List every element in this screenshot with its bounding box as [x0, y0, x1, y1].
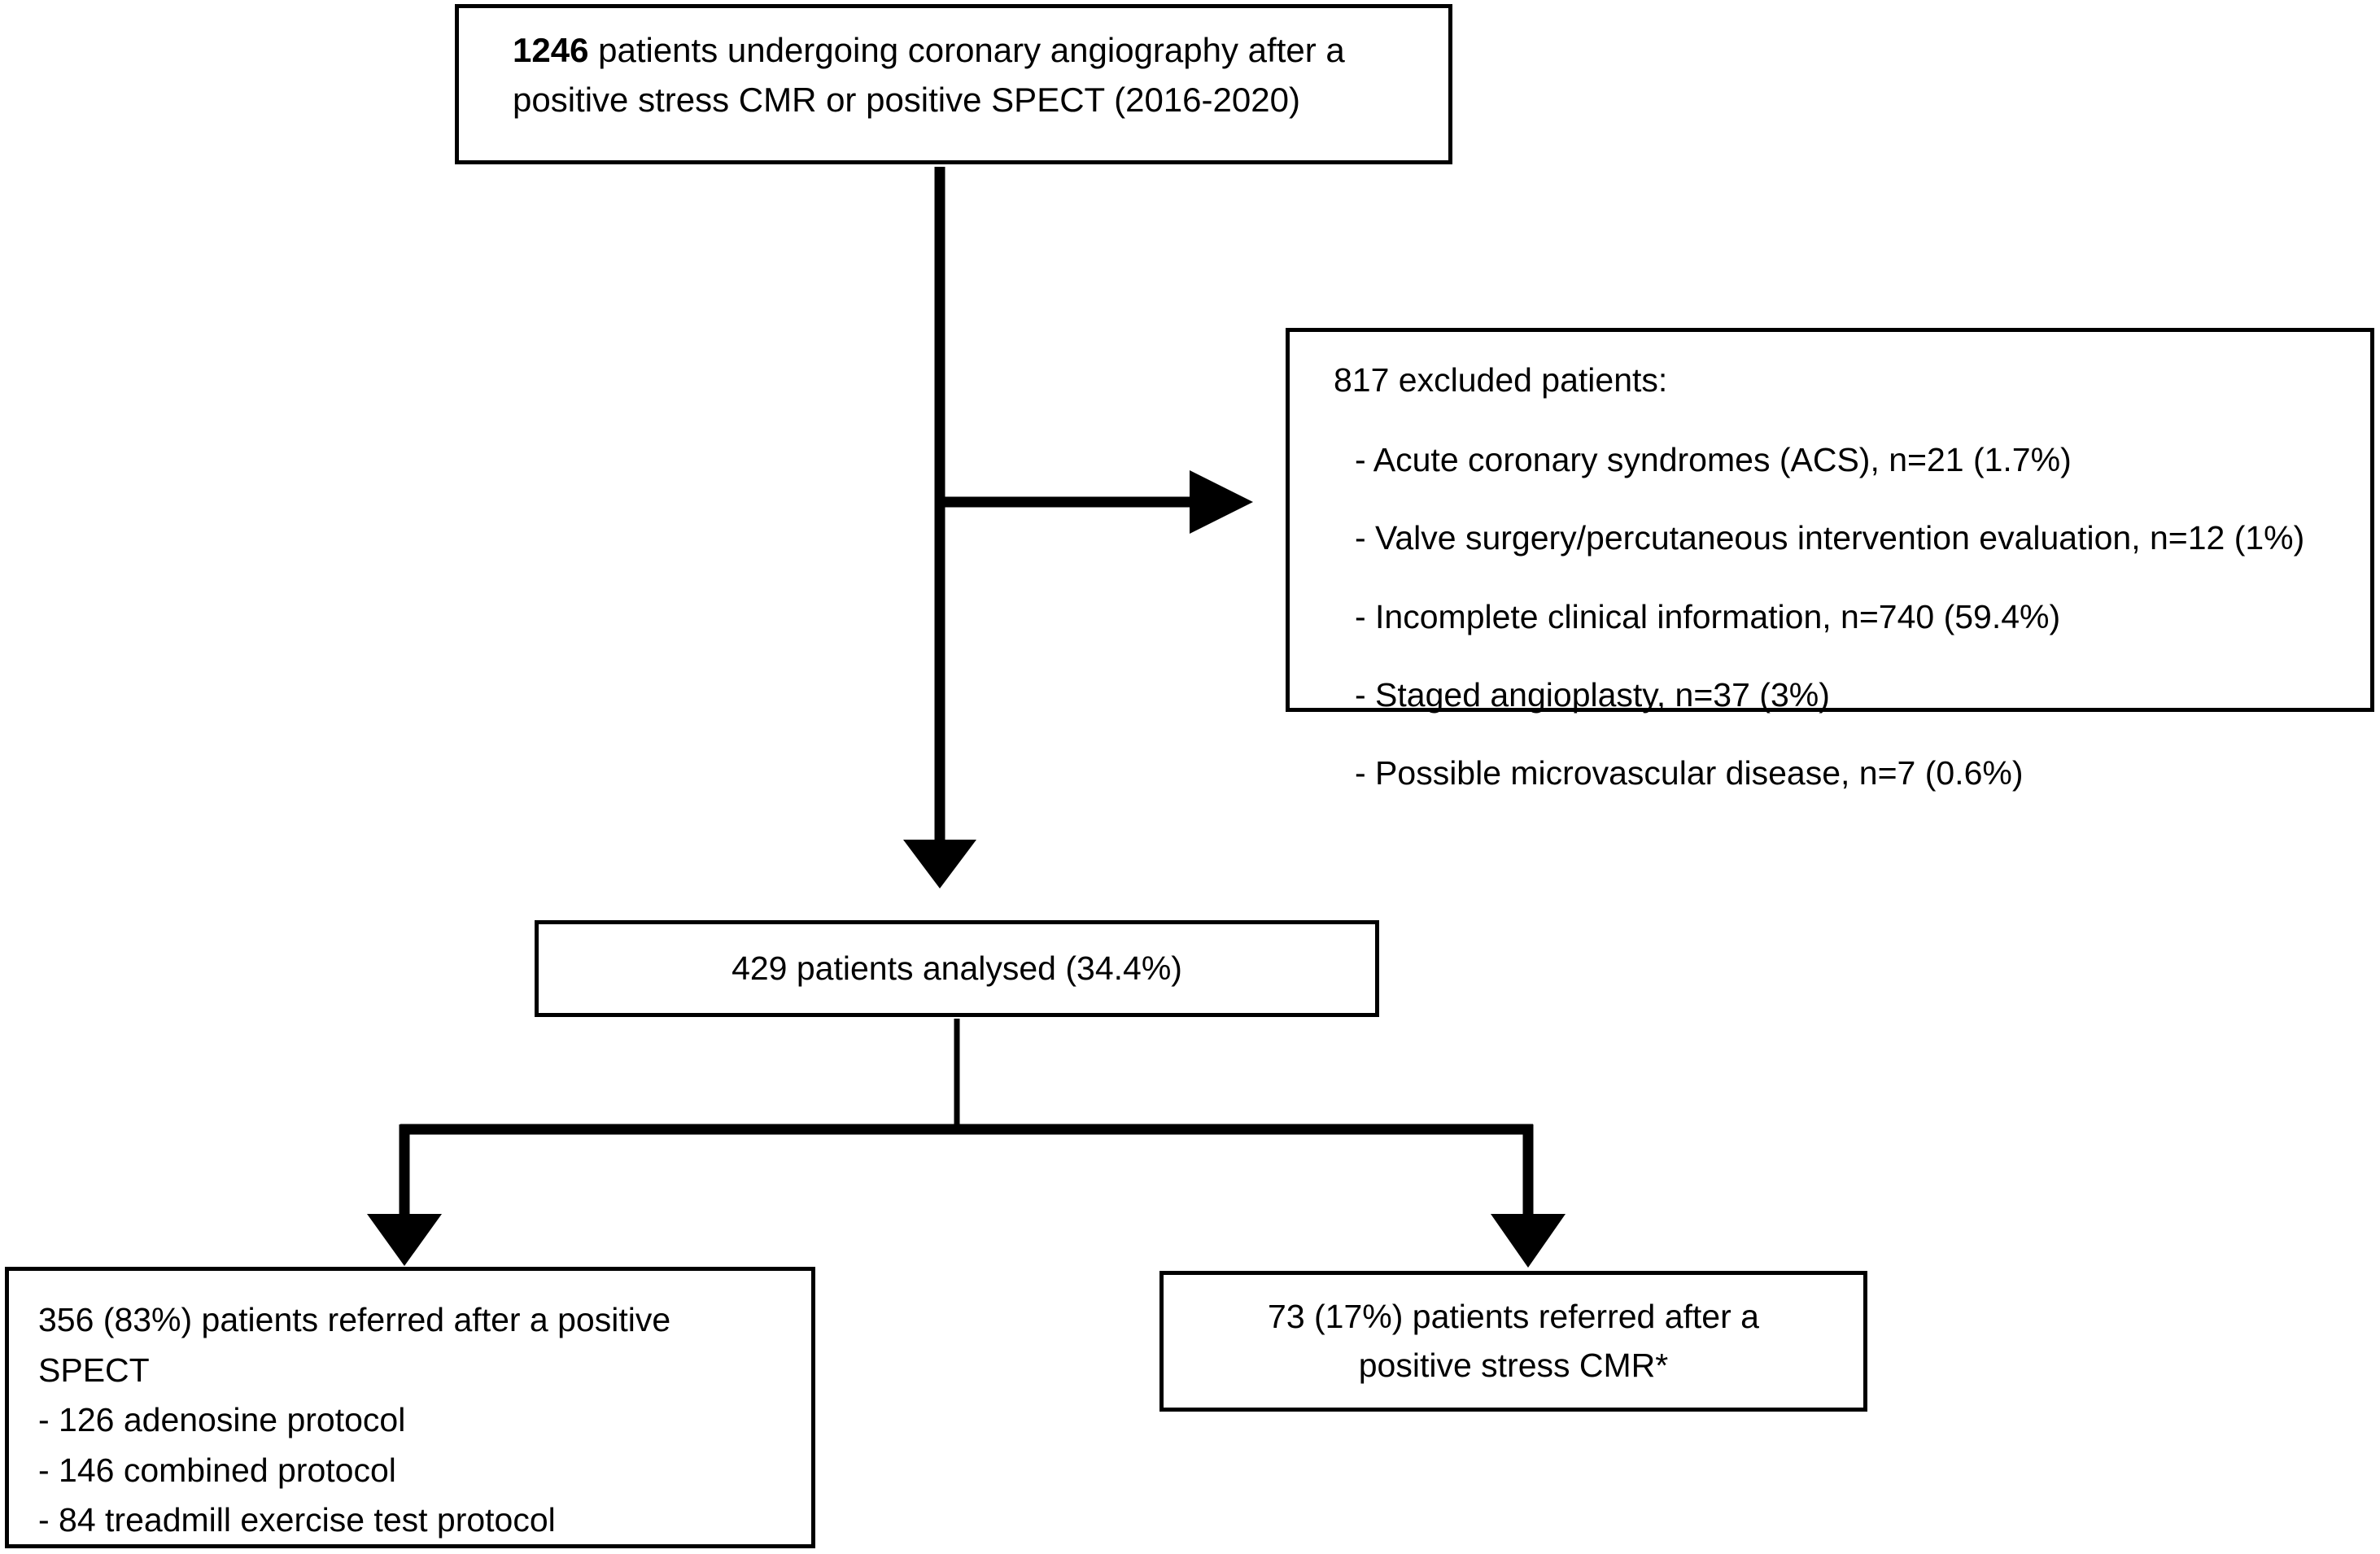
excluded-heading: 817 excluded patients: — [1334, 361, 1668, 399]
spect-protocol-combined: - 146 combined protocol — [38, 1451, 396, 1489]
cohort-box: 1246 patients undergoing coronary angiog… — [455, 4, 1452, 164]
cohort-line-1-rest: patients undergoing coronary angiography… — [588, 31, 1345, 69]
excluded-item-incomplete-information: - Incomplete clinical information, n=740… — [1355, 597, 2061, 635]
cmr-branch-arrowhead — [1491, 1214, 1566, 1268]
excluded-item-microvascular-disease: - Possible microvascular disease, n=7 (0… — [1355, 754, 2024, 792]
excluded-box: 817 excluded patients: - Acute coronary … — [1286, 328, 2374, 792]
analysed-text: 429 patients analysed (34.4%) — [731, 949, 1182, 988]
spect-branch-box: 356 (83%) patients referred after a posi… — [5, 1267, 815, 1548]
cmr-branch-box: 73 (17%) patients referred after a posit… — [1159, 1271, 1867, 1412]
cohort-line-1: 1246 patients undergoing coronary angiog… — [513, 26, 1448, 76]
excluded-item-valve-surgery: - Valve surgery/percutaneous interventio… — [1355, 519, 2305, 557]
spect-branch-arrowhead — [367, 1214, 442, 1266]
cohort-to-analysed-arrowhead — [903, 840, 976, 888]
cmr-line-2: positive stress CMR* — [1358, 1346, 1669, 1384]
spect-line-2: SPECT — [38, 1351, 150, 1389]
trunk-to-excluded-arrowhead — [1190, 470, 1253, 534]
spect-line-1: 356 (83%) patients referred after a posi… — [38, 1301, 671, 1338]
cmr-line-1: 73 (17%) patients referred after a — [1268, 1298, 1759, 1336]
excluded-item-acs: - Acute coronary syndromes (ACS), n=21 (… — [1355, 441, 2072, 479]
spect-protocol-treadmill: - 84 treadmill exercise test protocol — [38, 1501, 556, 1539]
cohort-line-2: positive stress CMR or positive SPECT (2… — [513, 80, 1300, 119]
cohort-count: 1246 — [513, 31, 589, 69]
spect-protocol-adenosine: - 126 adenosine protocol — [38, 1401, 406, 1438]
excluded-item-staged-angioplasty: - Staged angioplasty, n=37 (3%) — [1355, 675, 1830, 714]
analysed-box: 429 patients analysed (34.4%) — [535, 920, 1379, 1017]
